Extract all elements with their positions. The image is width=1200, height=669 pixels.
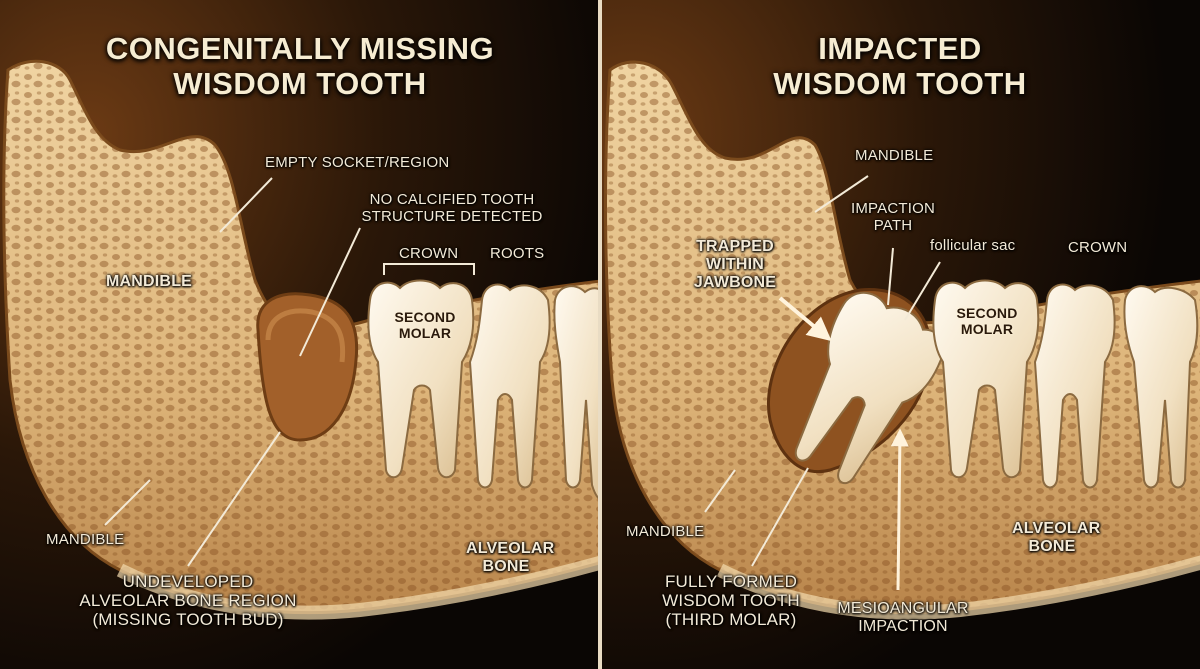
label-mandible-left-upper: MANDIBLE	[106, 273, 193, 290]
right-title: IMPACTED WISDOM TOOTH	[773, 31, 1027, 101]
label-mandible-left-lower: MANDIBLE	[46, 531, 125, 548]
label-roots: ROOTS	[490, 245, 545, 262]
left-panel-art	[0, 0, 598, 669]
label-crown-right: CROWN	[1068, 239, 1128, 256]
left-title: CONGENITALLY MISSING WISDOM TOOTH	[105, 31, 495, 101]
label-second-molar-right: SECOND MOLAR	[956, 305, 1018, 337]
label-impaction-path: IMPACTION PATH	[850, 200, 936, 234]
label-mandible-right-upper: MANDIBLE	[855, 147, 934, 164]
label-second-molar-left: SECOND MOLAR	[394, 309, 456, 341]
right-panel-art	[602, 0, 1200, 669]
label-trapped: TRAPPED WITHIN JAWBONE	[693, 238, 777, 291]
label-mesioangular: MESIOANGULAR IMPACTION	[837, 600, 969, 635]
left-second-molar	[367, 279, 475, 479]
label-undeveloped: UNDEVELOPED ALVEOLAR BONE REGION (MISSIN…	[79, 572, 297, 630]
label-crown-left: CROWN	[399, 245, 459, 262]
label-empty-socket: EMPTY SOCKET/REGION	[265, 154, 450, 171]
label-follicular-sac: follicular sac	[930, 237, 1016, 254]
label-no-calcified: NO CALCIFIED TOOTH STRUCTURE DETECTED	[361, 191, 543, 225]
right-wisdom-tooth	[794, 291, 945, 485]
label-fully-formed: FULLY FORMED WISDOM TOOTH (THIRD MOLAR)	[662, 572, 800, 630]
label-alveolar-bone-right: ALVEOLAR BONE	[1012, 520, 1101, 555]
label-mandible-right-lower: MANDIBLE	[626, 523, 705, 540]
label-alveolar-bone-left: ALVEOLAR BONE	[466, 540, 555, 575]
